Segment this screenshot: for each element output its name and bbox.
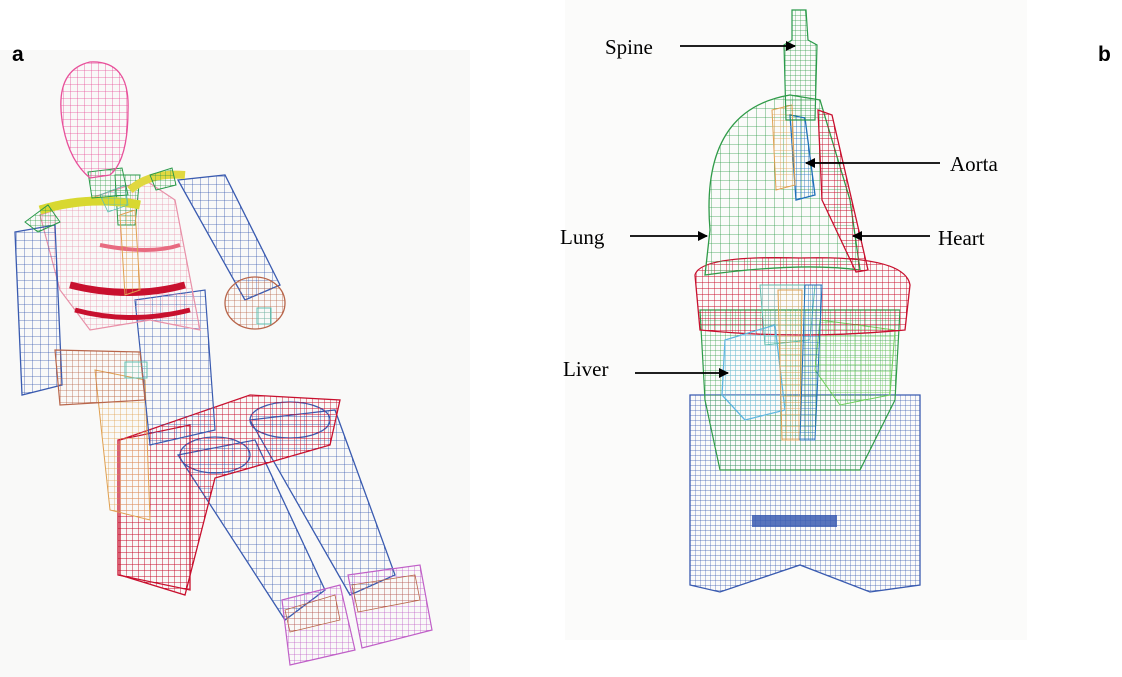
aorta-label: Aorta [950, 152, 998, 177]
right-hand [225, 277, 285, 329]
left-upper-arm [15, 225, 62, 395]
spine-label: Spine [605, 35, 653, 60]
seated-body-mesh [15, 62, 432, 665]
head [61, 62, 128, 178]
liver-label: Liver [563, 357, 608, 382]
organ-mesh [690, 10, 920, 592]
heart-label: Heart [938, 226, 985, 251]
lung-label: Lung [560, 225, 604, 250]
spine [784, 10, 817, 120]
